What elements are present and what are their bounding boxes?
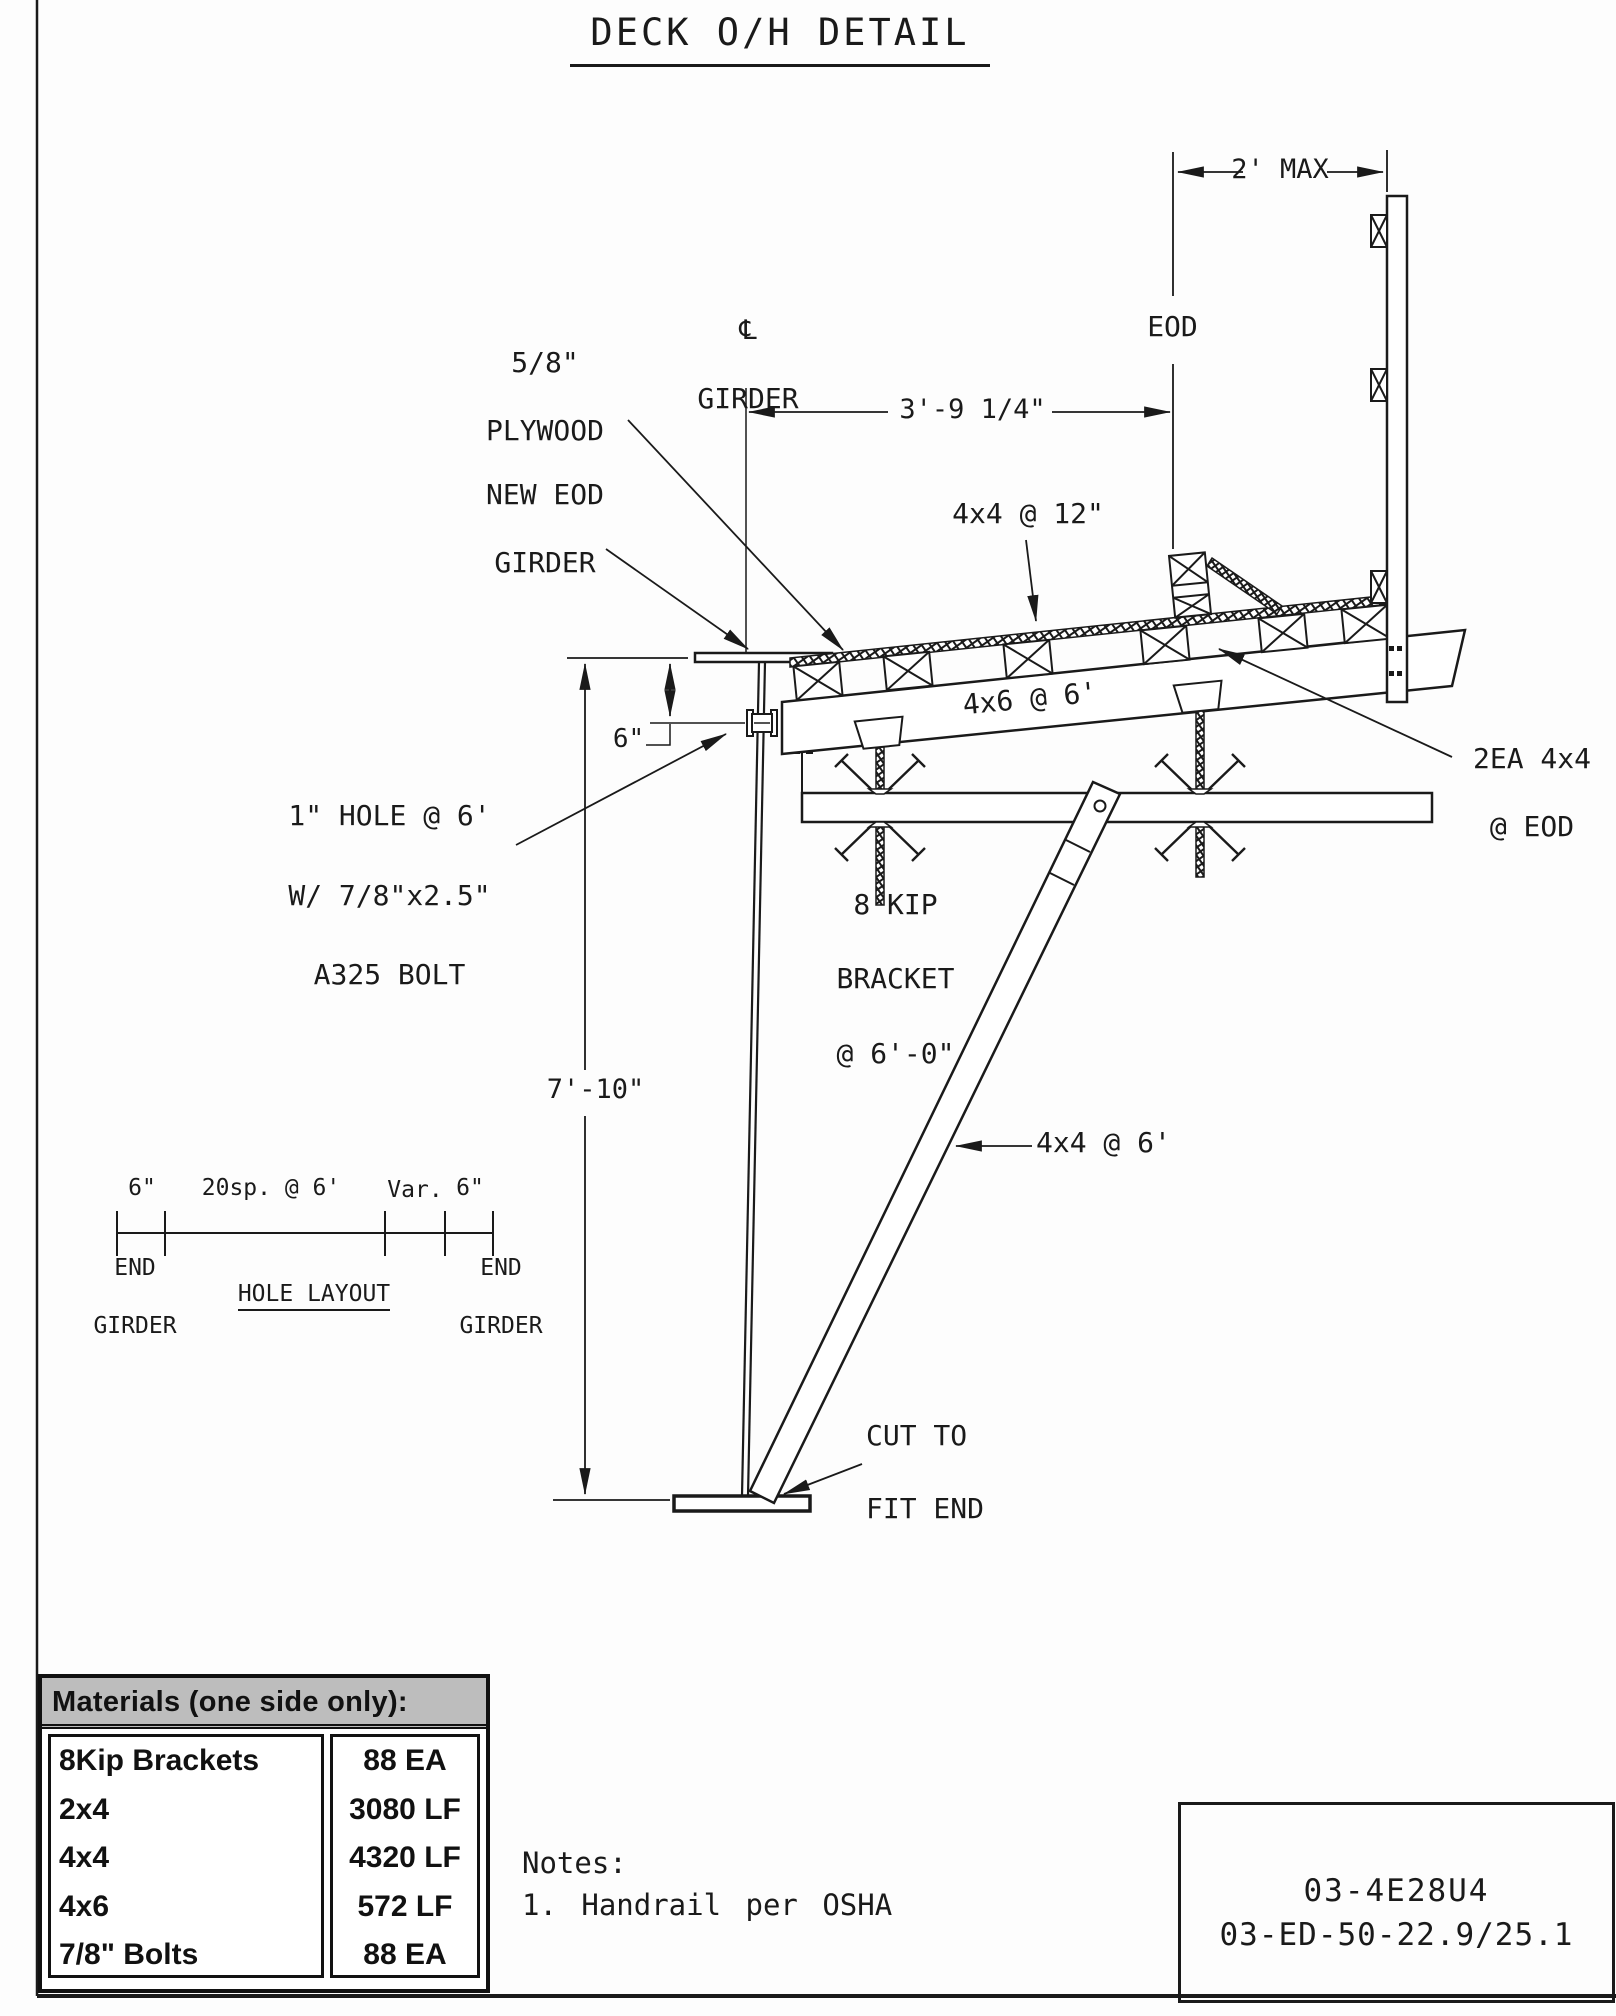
cut-to-fit-label: CUT TO FIT END (866, 1418, 1036, 1527)
kip-note-line1: 8 KIP (853, 888, 938, 921)
bolt-detail (746, 709, 778, 737)
gusset-brace (1205, 556, 1284, 616)
bearing-pads (853, 679, 1223, 750)
end-right-line1: END (480, 1255, 522, 1281)
hole-layout-title: HOLE LAYOUT (226, 1280, 402, 1311)
materials-item-column: 8Kip Brackets 2x4 4x4 4x6 7/8" Bolts (48, 1734, 324, 1978)
knee-brace (748, 780, 1122, 1505)
table-cell-qty: 3080 LF (349, 1792, 461, 1826)
two-ea-line2: @ EOD (1489, 810, 1575, 844)
kip-bracket-note: 8 KIP BRACKET @ 6'-0" (808, 886, 983, 1072)
table-cell-qty: 4320 LF (349, 1841, 461, 1875)
centerline-symbol: ℄ (739, 315, 757, 346)
new-eod-line2: GIRDER (494, 546, 596, 580)
materials-table-header: Materials (one side only): (42, 1678, 486, 1729)
end-left-line1: END (114, 1255, 156, 1281)
girder-centerline-text: GIRDER (697, 382, 799, 416)
drawing-number-1: 03-4E28U4 (1303, 1873, 1490, 1909)
plywood-label-line1: 5/8" (511, 346, 579, 379)
dim-7ft-10: 7'-10" (546, 1074, 645, 1105)
table-cell-qty: 572 LF (357, 1889, 453, 1923)
deck-4x4-spacing-label: 4x4 @ 12" (952, 497, 1104, 530)
eod-label: EOD (1147, 310, 1198, 343)
bolt-hole-note: 1" HOLE @ 6' W/ 7/8"x2.5" A325 BOLT (262, 796, 517, 995)
hole-layout-diagram (116, 1211, 494, 1256)
cut-line1: CUT TO (866, 1419, 968, 1452)
handrail-post (1370, 194, 1409, 704)
girder-centerline-label: ℄ GIRDER (668, 313, 828, 416)
drawing-number-2: 03-ED-50-22.9/25.1 (1219, 1917, 1574, 1953)
dim-3ft-9: 3'-9 1/4" (899, 394, 1046, 425)
hole-layout-title-text: HOLE LAYOUT (237, 1281, 391, 1311)
page-border (35, 0, 1616, 1998)
new-eod-girder-label: NEW EOD GIRDER (455, 478, 635, 580)
deck-blocking (792, 603, 1392, 702)
two-ea-line1: 2EA 4x4 (1472, 742, 1591, 775)
bolt-hole-note-line1: 1" HOLE @ 6' (288, 799, 491, 832)
bolt-hole-note-line3: A325 BOLT (313, 958, 466, 991)
table-cell-item: 7/8" Bolts (59, 1938, 199, 1972)
two-ea-4x4-label: 2EA 4x4 @ EOD (1448, 742, 1616, 844)
materials-table-body: 8Kip Brackets 2x4 4x4 4x6 7/8" Bolts 88 … (42, 1729, 486, 1983)
materials-qty-column: 88 EA 3080 LF 4320 LF 572 LF 88 EA (330, 1734, 480, 1978)
plywood-label: 5/8" PLYWOOD (455, 346, 635, 448)
hole-layout-dim-right: 6" (456, 1175, 484, 1201)
walkway-beam (800, 751, 1434, 824)
hole-layout-dim-var: Var. (387, 1177, 443, 1203)
dim-6in: 6" (612, 724, 645, 754)
end-right-line2: GIRDER (459, 1312, 543, 1339)
eod-post-assembly (1167, 551, 1213, 619)
new-eod-line1: NEW EOD (485, 478, 604, 511)
cut-line2: FIT END (866, 1491, 985, 1525)
page-title: DECK O/H DETAIL (570, 10, 990, 68)
leader-lines (515, 419, 1453, 1495)
hole-layout-dim-spacing: 20sp. @ 6' (201, 1175, 341, 1201)
plywood-label-line2: PLYWOOD (485, 414, 604, 448)
dimension-lines (553, 150, 1388, 1501)
end-left-line2: GIRDER (93, 1312, 177, 1339)
table-cell-item: 4x4 (59, 1841, 110, 1875)
materials-table: Materials (one side only): 8Kip Brackets… (38, 1674, 490, 1993)
kip-note-line3: @ 6'-0" (836, 1036, 955, 1070)
notes-item: 1. Handrail per OSHA (522, 1888, 893, 1922)
hole-layout-dim-left: 6" (128, 1175, 156, 1201)
notes-heading: Notes: (522, 1846, 627, 1880)
kip-note-line2: BRACKET (836, 962, 955, 996)
title-block: 03-4E28U4 03-ED-50-22.9/25.1 (1178, 1802, 1615, 2003)
dim-2ft-max: 2' MAX (1231, 154, 1329, 185)
hole-layout-end-girder-right: END GIRDER (442, 1254, 560, 1340)
table-cell-item: 2x4 (59, 1792, 110, 1826)
kip-bracket-left (834, 753, 926, 862)
bolt-hole-note-line2: W/ 7/8"x2.5" (288, 878, 491, 912)
kip-bracket-right (1154, 753, 1246, 862)
table-cell-qty: 88 EA (363, 1744, 447, 1778)
table-cell-qty: 88 EA (363, 1938, 447, 1972)
hole-layout-end-girder-left: END GIRDER (76, 1254, 194, 1340)
table-cell-item: 4x6 (59, 1889, 110, 1923)
brace-4x4-label: 4x4 @ 6' (1036, 1126, 1171, 1159)
table-cell-item: 8Kip Brackets (59, 1744, 260, 1778)
